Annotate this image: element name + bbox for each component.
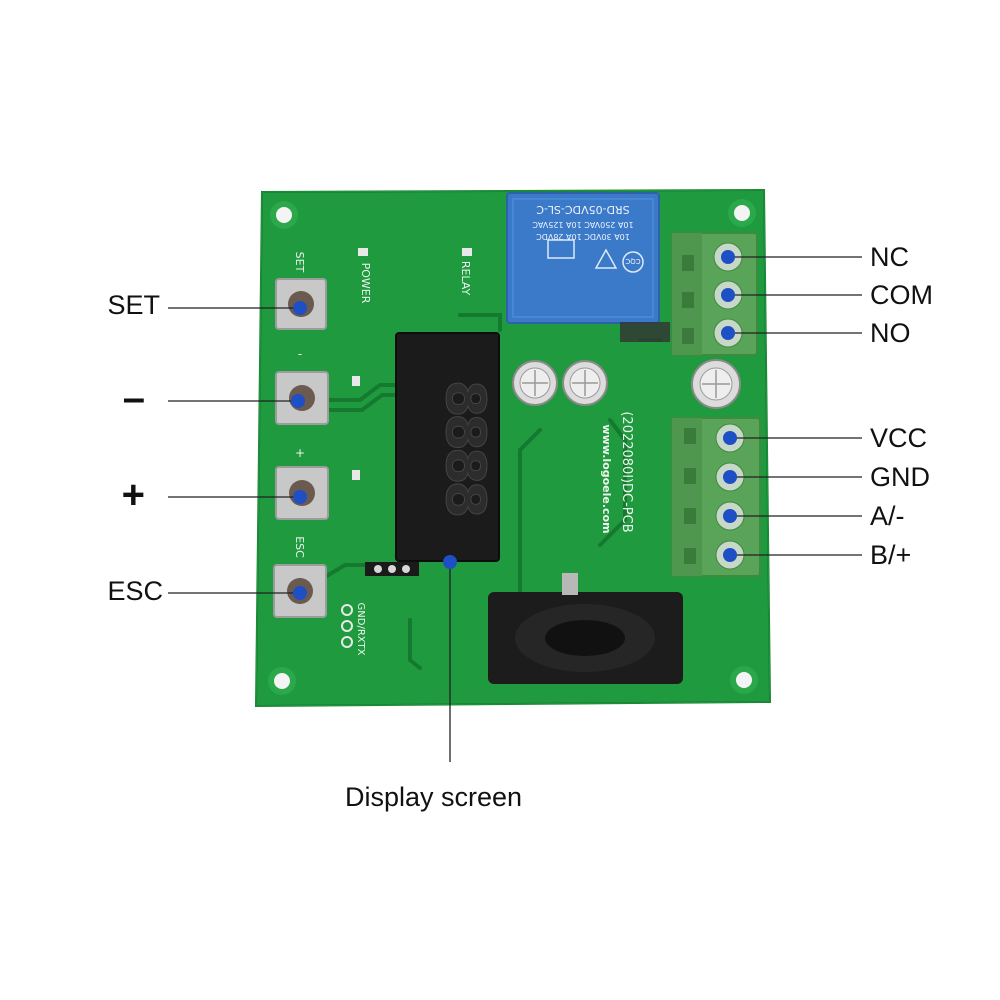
silk-minus: - (298, 347, 302, 361)
header-pins (341, 562, 419, 648)
pcb-traces (318, 313, 662, 670)
relay-terminal-block (671, 232, 758, 356)
silk-gnd-rxtx: GND/RXTX (355, 603, 366, 656)
capacitors (512, 359, 741, 409)
relay-cqc-text: CQC (625, 257, 640, 265)
callout-nc: NC (870, 242, 909, 272)
status-leds (352, 248, 472, 480)
silk-relay: RELAY (459, 261, 472, 296)
silk-power: POWER (359, 263, 372, 304)
callout-no: NO (870, 318, 911, 348)
silk-pcb-id: (2022080l)DC-PCB (619, 411, 634, 532)
callout-vcc: VCC (870, 423, 928, 453)
current-transformer (488, 573, 683, 684)
callout-a-minus: A/- (870, 501, 905, 531)
callout-minus: – (122, 376, 145, 420)
mounting-holes (268, 199, 758, 695)
relay-rating-line1: 10A 250VAC 10A 125VAC (532, 220, 634, 229)
relay-rating-line2: 10A 30VDC 10A 28VDC (536, 232, 630, 241)
silk-esc: ESC (293, 536, 306, 558)
callout-esc: ESC (107, 576, 163, 606)
blue-markers (291, 250, 737, 600)
relay-component: SRD-05VDC-SL-C 10A 250VAC 10A 125VAC 10A… (506, 192, 660, 324)
relay-model-text: SRD-05VDC-SL-C (536, 203, 630, 216)
silk-set: SET (293, 252, 306, 273)
callout-com: COM (870, 280, 933, 310)
callout-display-screen: Display screen (345, 782, 523, 812)
silkscreen-labels: SET - + ESC POWER RELAY (2022080l)DC-PCB… (293, 252, 634, 656)
display-digits: 8888 (434, 380, 497, 516)
callout-leaders (168, 256, 862, 762)
silk-plus: + (295, 446, 305, 460)
callout-plus: + (121, 473, 145, 517)
callout-b-plus: B/+ (870, 540, 912, 570)
callout-set: SET (107, 290, 160, 320)
silk-website: www.logoele.com (600, 424, 613, 533)
callout-gnd: GND (870, 462, 930, 492)
seven-segment-display: 8888 (395, 332, 500, 562)
power-terminal-block (671, 417, 761, 577)
